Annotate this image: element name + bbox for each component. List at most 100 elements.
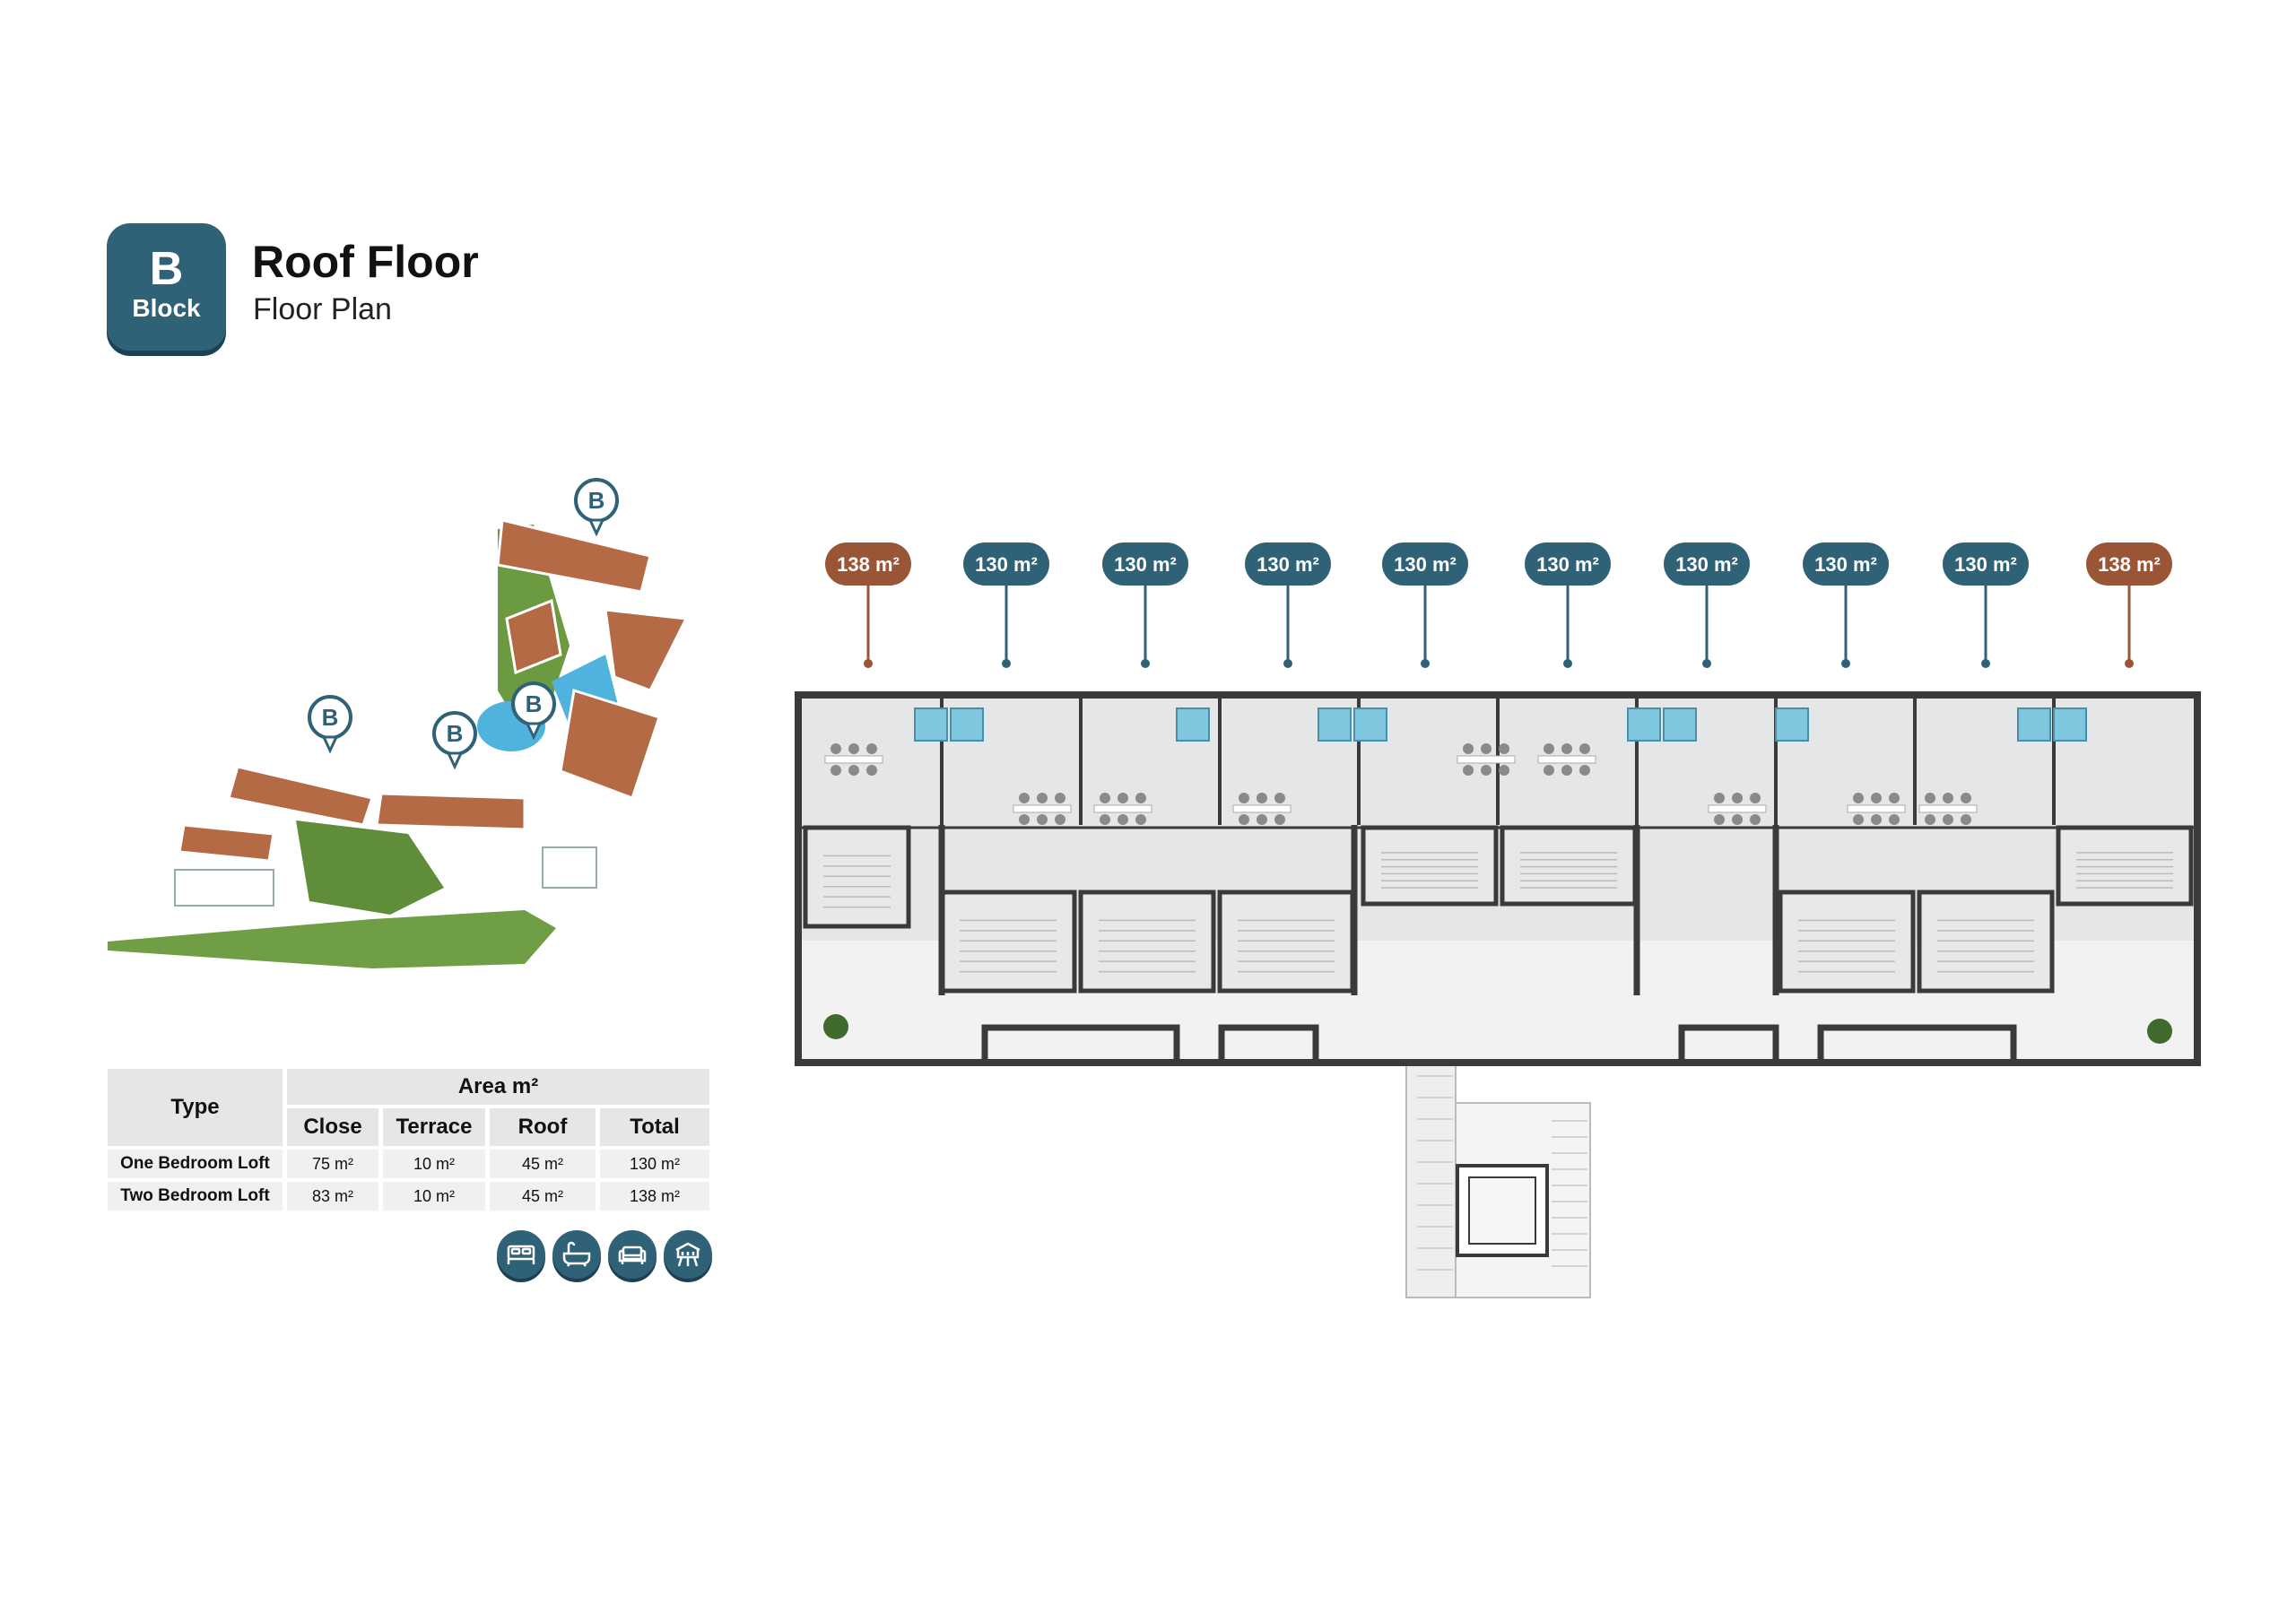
total-cell: 130 m² [600,1150,709,1178]
page-subtitle: Floor Plan [253,292,392,326]
dining-set [1457,743,1516,776]
terrace-cell: 10 m² [383,1182,485,1211]
planter-box [1678,1024,1779,1063]
building-mid-right [559,689,661,800]
building-upper-left [505,598,562,675]
jacuzzi [2017,707,2051,742]
unit-area-label: 130 m² [1954,553,2017,576]
unit-area-pin: 138 m² [2086,542,2172,668]
grill-icon [664,1230,712,1279]
site-aerial-map: B B B B [108,478,689,968]
stair-core [803,825,911,929]
column-header: Close [287,1108,378,1146]
bathtub-icon [552,1230,601,1279]
unit-area-pin: 130 m² [1245,542,1331,668]
area-table: Type Area m² Close Terrace Roof Total On… [103,1065,714,1214]
site-marker: B [308,695,352,754]
site-marker-label: B [526,690,543,717]
unit-area-label: 138 m² [837,553,900,576]
stair-core [1778,890,1916,994]
column-header: Total [600,1108,709,1146]
garden-area [296,820,444,915]
stair-core [939,890,1077,994]
stair-core [1217,890,1355,994]
unit-area-pin: 130 m² [1803,542,1889,668]
dining-set [1013,793,1072,825]
sofa-icon [608,1230,657,1279]
block-word: Block [132,294,201,322]
type-header: Type [108,1069,283,1146]
dining-set [1093,793,1152,825]
terrace-cell: 10 m² [383,1150,485,1178]
dining-set [824,743,883,776]
bed-icon [497,1230,545,1279]
dining-set [1708,793,1767,825]
unit-area-label: 130 m² [1394,553,1457,576]
dining-set [1918,793,1978,825]
dining-set [1537,743,1596,776]
jacuzzi [1318,707,1352,742]
close-cell: 83 m² [287,1182,378,1211]
area-header: Area m² [287,1069,709,1105]
planter-box [1817,1024,2017,1063]
unit-pins-layer: 138 m² 130 m² 130 m² 130 m² 130 m² 130 m² 130 … [825,542,2172,668]
unit-area-pin: 138 m² [825,542,911,668]
jacuzzi [950,707,984,742]
page-title: Roof Floor [252,237,479,287]
dining-set [1847,793,1906,825]
stair-core [1500,825,1638,907]
building-upper-right [604,608,689,692]
site-marker: B [511,681,556,741]
unit-area-label: 130 m² [1114,553,1177,576]
jacuzzi [2053,707,2087,742]
jacuzzi [1775,707,1809,742]
table-row: Two Bedroom Loft 83 m² 10 m² 45 m² 138 m… [108,1182,709,1211]
plant-icon [823,1014,848,1039]
jacuzzi [914,707,948,742]
unit-area-pin: 130 m² [1382,542,1468,668]
building-lower-left [227,765,374,827]
stair-core [1917,890,2055,994]
stair-core [1361,825,1499,907]
unit-area-pin: 130 m² [963,542,1049,668]
site-marker: B [432,711,477,770]
block-badge: B Block [107,223,226,351]
roof-cell: 45 m² [490,1182,596,1211]
type-cell: One Bedroom Loft [108,1150,283,1178]
jacuzzi [1353,707,1387,742]
stair-extension [1405,1062,1591,1298]
unit-area-pin: 130 m² [1664,542,1750,668]
site-marker-label: B [447,720,464,747]
white-block-1 [174,869,274,907]
site-marker-label: B [588,487,605,514]
jacuzzi [1627,707,1661,742]
building-top [496,518,652,594]
column-header: Roof [490,1108,596,1146]
building-lower-mid [375,792,526,831]
planter-box [1218,1024,1319,1063]
roof-cell: 45 m² [490,1150,596,1178]
unit-area-label: 130 m² [1675,553,1738,576]
dining-set [1232,793,1292,825]
units-layer [802,699,2194,995]
table-row: One Bedroom Loft 75 m² 10 m² 45 m² 130 m… [108,1150,709,1178]
site-marker-label: B [322,704,339,731]
building-far-left [178,823,275,863]
lawn-strip [108,910,556,968]
stair-core [1078,890,1216,994]
close-cell: 75 m² [287,1150,378,1178]
white-block-2 [542,846,597,889]
unit-area-pin: 130 m² [1943,542,2029,668]
jacuzzi [1176,707,1210,742]
roof-floor-plan: 138 m² 130 m² 130 m² 130 m² 130 m² 130 m² 130 … [795,542,2201,1298]
planter-box [981,1024,1180,1063]
plant-icon [2147,1019,2172,1044]
jacuzzi [1663,707,1697,742]
site-marker: B [574,478,619,537]
unit-area-label: 130 m² [975,553,1038,576]
unit-area-pin: 130 m² [1102,542,1188,668]
unit-area-label: 130 m² [1814,553,1877,576]
unit-area-label: 130 m² [1536,553,1599,576]
unit-area-label: 138 m² [2098,553,2161,576]
block-letter: B [149,243,184,295]
